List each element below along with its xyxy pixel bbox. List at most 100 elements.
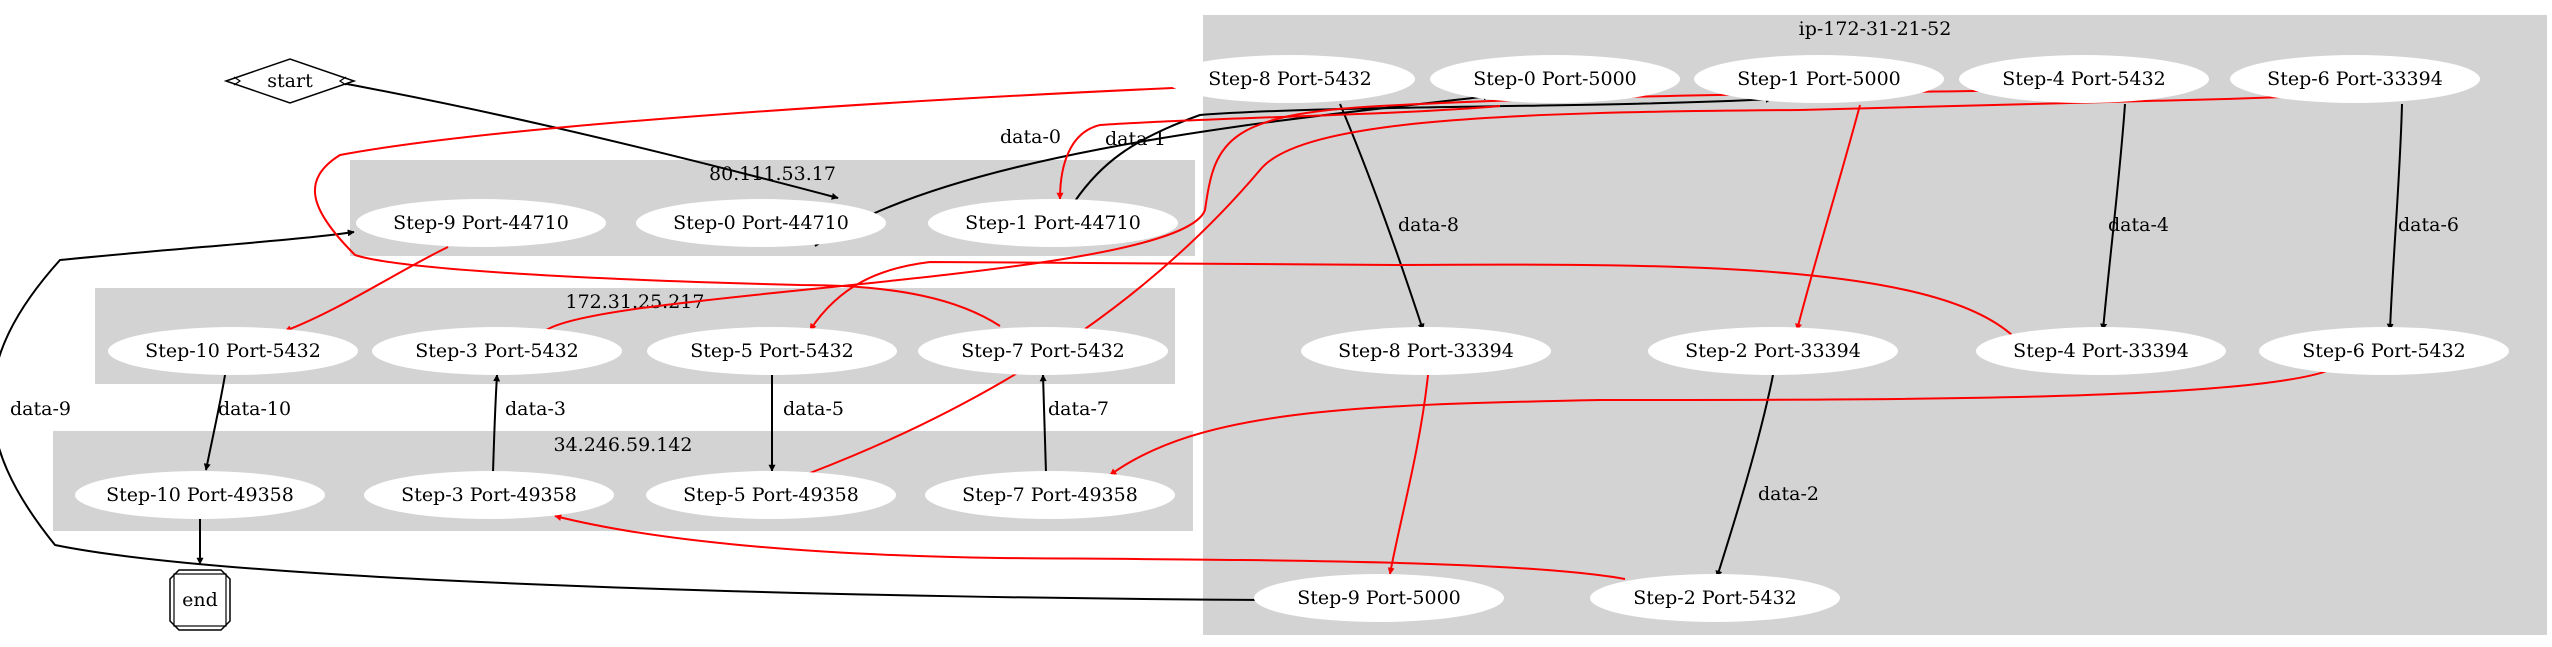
cluster-label: 80.111.53.17	[709, 163, 836, 185]
edge-s8_5432-to-s8_33394	[1339, 103, 1425, 331]
node-shape[interactable]	[925, 471, 1175, 519]
edge-s3_49358-to-s3_5432	[492, 374, 501, 474]
node-shape[interactable]	[647, 327, 897, 375]
node-shape[interactable]	[75, 471, 325, 519]
node-label: Step-4 Port-5432	[2002, 68, 2166, 90]
node-label: Step-5 Port-5432	[690, 340, 854, 362]
edge-s7_49358-to-s7_5432	[1039, 374, 1047, 474]
edge-s6_5432-to-s7_49358	[1109, 369, 2331, 476]
diamond-notch	[233, 76, 242, 86]
node-s5_5432[interactable]: Step-5 Port-5432	[647, 327, 897, 375]
node-label: Step-9 Port-5000	[1297, 587, 1461, 609]
edge-label: data-7	[1048, 398, 1109, 420]
node-shape[interactable]	[372, 327, 622, 375]
node-s3_49358[interactable]: Step-3 Port-49358	[364, 471, 614, 519]
node-label: Step-5 Port-49358	[683, 484, 859, 506]
node-shape[interactable]	[108, 327, 358, 375]
node-shape[interactable]	[1590, 574, 1840, 622]
node-s10_5432[interactable]: Step-10 Port-5432	[108, 327, 358, 375]
node-s5_49358[interactable]: Step-5 Port-49358	[646, 471, 896, 519]
node-s8_5432[interactable]: Step-8 Port-5432	[1165, 55, 1415, 103]
cluster-label: ip-172-31-21-52	[1799, 18, 1952, 40]
edge-s7_5432-to-s8_5432	[313, 83, 1196, 327]
cluster-c_ip: ip-172-31-21-52	[1203, 15, 2547, 635]
edge-s9_44710-to-s10_5432	[284, 246, 449, 333]
node-shape[interactable]	[918, 327, 1168, 375]
node-s4_5432[interactable]: Step-4 Port-5432	[1959, 55, 2209, 103]
node-shape[interactable]	[928, 199, 1178, 247]
node-label: Step-9 Port-44710	[393, 212, 569, 234]
edge-label: data-9	[10, 398, 71, 420]
edge-s0_5000-to-s1_44710	[1056, 105, 1501, 200]
edge-s9_5000-to-s9_44710	[0, 229, 1269, 601]
node-label: Step-8 Port-5432	[1208, 68, 1372, 90]
node-s9_5000[interactable]: Step-9 Port-5000	[1254, 574, 1504, 622]
edge-label: data-0	[1000, 126, 1061, 148]
edge-label: data-10	[218, 398, 291, 420]
node-s2_5432[interactable]: Step-2 Port-5432	[1590, 574, 1840, 622]
node-start[interactable]: start	[223, 58, 357, 104]
edge-label: data-2	[1758, 483, 1819, 505]
node-shape[interactable]	[1165, 55, 1415, 103]
node-label: Step-10 Port-5432	[145, 340, 321, 362]
node-s2_33394[interactable]: Step-2 Port-33394	[1648, 327, 1898, 375]
node-shape[interactable]	[356, 199, 606, 247]
node-s4_33394[interactable]: Step-4 Port-33394	[1976, 327, 2226, 375]
node-s1_44710[interactable]: Step-1 Port-44710	[928, 199, 1178, 247]
node-shape[interactable]	[1694, 55, 1944, 103]
node-shape[interactable]	[364, 471, 614, 519]
node-shape[interactable]	[2230, 55, 2480, 103]
edge-s10_5432-to-s10_49358	[203, 374, 226, 471]
node-shape[interactable]	[1301, 327, 1551, 375]
node-s0_44710[interactable]: Step-0 Port-44710	[636, 199, 886, 247]
node-label: Step-7 Port-5432	[961, 340, 1125, 362]
edge-s6_33394-to-s6_5432	[2386, 103, 2403, 331]
node-label: Step-6 Port-33394	[2267, 68, 2443, 90]
node-label: Step-10 Port-49358	[106, 484, 294, 506]
node-shape[interactable]	[1976, 327, 2226, 375]
edge-label: data-5	[783, 398, 844, 420]
node-s10_49358[interactable]: Step-10 Port-49358	[75, 471, 325, 519]
node-label: Step-3 Port-5432	[415, 340, 579, 362]
node-label: Step-0 Port-5000	[1473, 68, 1637, 90]
node-label: Step-7 Port-49358	[962, 484, 1138, 506]
node-label: Step-4 Port-33394	[2013, 340, 2189, 362]
edge-label: data-1	[1105, 128, 1166, 150]
cluster-label: 172.31.25.217	[565, 291, 704, 313]
node-s7_49358[interactable]: Step-7 Port-49358	[925, 471, 1175, 519]
node-s1_5000[interactable]: Step-1 Port-5000	[1694, 55, 1944, 103]
node-shape[interactable]	[646, 471, 896, 519]
node-shape[interactable]	[2259, 327, 2509, 375]
node-shape[interactable]	[1959, 55, 2209, 103]
node-shape[interactable]	[1254, 574, 1504, 622]
node-s6_5432[interactable]: Step-6 Port-5432	[2259, 327, 2509, 375]
node-label: end	[182, 589, 218, 611]
node-shape[interactable]	[1430, 55, 1680, 103]
node-label: Step-1 Port-5000	[1737, 68, 1901, 90]
diamond-notch	[338, 76, 347, 86]
node-s6_33394[interactable]: Step-6 Port-33394	[2230, 55, 2480, 103]
edge-label: data-4	[2108, 214, 2169, 236]
node-shape[interactable]	[169, 569, 231, 631]
node-label: Step-8 Port-33394	[1338, 340, 1514, 362]
edge-label: data-3	[505, 398, 566, 420]
edge-label: data-8	[1398, 214, 1459, 236]
node-end[interactable]: end	[169, 569, 231, 631]
edge-s4_5432-to-s4_33394	[2100, 103, 2126, 331]
edge-s8_33394-to-s9_5000	[1387, 374, 1429, 575]
node-shape[interactable]	[1648, 327, 1898, 375]
node-s8_33394[interactable]: Step-8 Port-33394	[1301, 327, 1551, 375]
node-s0_5000[interactable]: Step-0 Port-5000	[1430, 55, 1680, 103]
octagon-inner-frame	[173, 573, 227, 627]
node-shape[interactable]	[636, 199, 886, 247]
edge-s0_44710-to-s0_5000	[814, 93, 1491, 247]
edge-s1_5000-to-s2_33394	[1795, 104, 1861, 331]
node-s7_5432[interactable]: Step-7 Port-5432	[918, 327, 1168, 375]
node-shape[interactable]	[223, 58, 357, 104]
cluster-box	[1203, 15, 2547, 635]
edge-s1_44710-to-s1_5000	[1074, 95, 1773, 202]
cluster-label: 34.246.59.142	[553, 434, 692, 456]
node-s3_5432[interactable]: Step-3 Port-5432	[372, 327, 622, 375]
node-s9_44710[interactable]: Step-9 Port-44710	[356, 199, 606, 247]
